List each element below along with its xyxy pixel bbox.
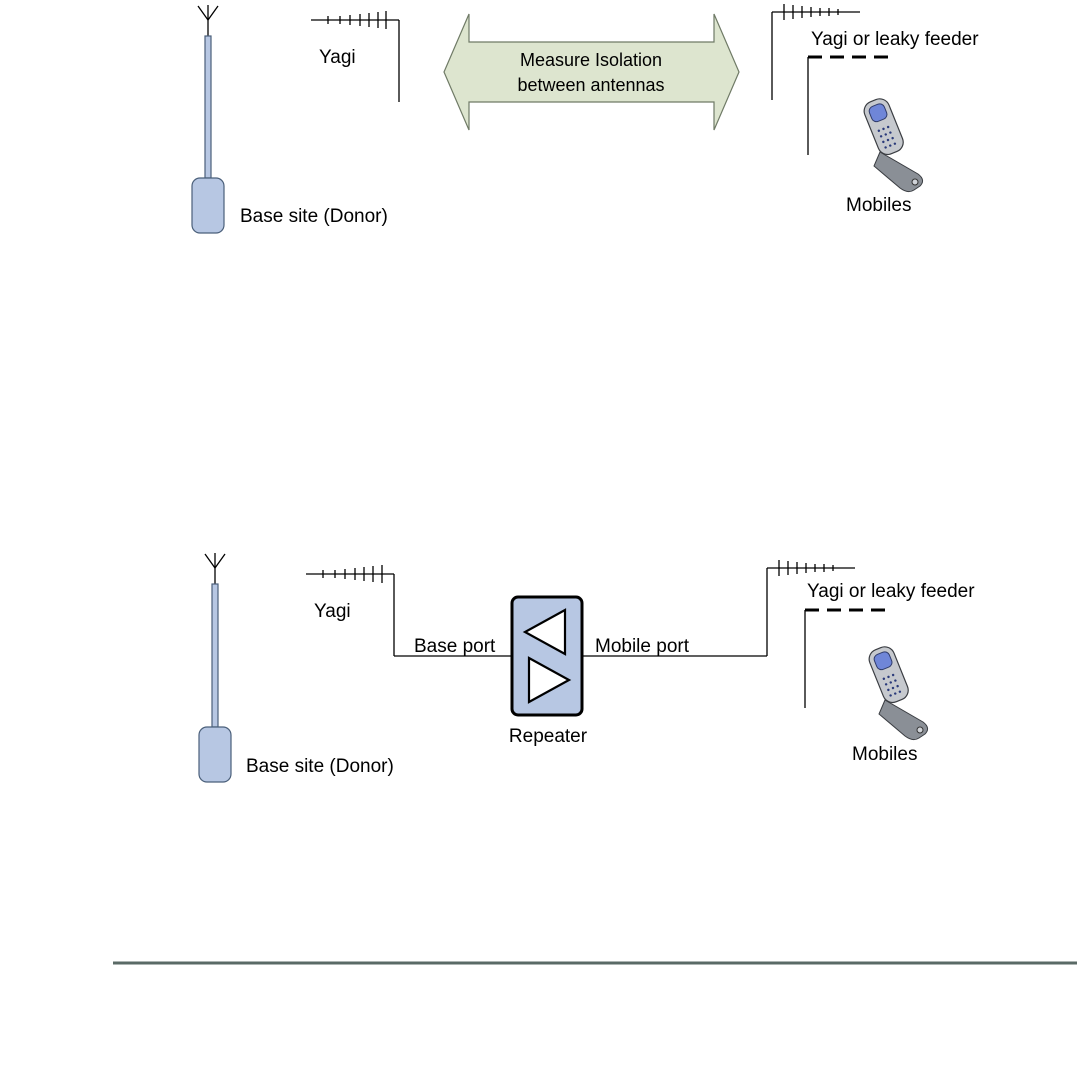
base-site-label: Base site (Donor): [246, 756, 394, 777]
base-site-antenna-icon: [199, 553, 231, 782]
remote-yagi-antenna-icon: [767, 560, 855, 576]
remote-antenna-label: Yagi or leaky feeder: [811, 29, 979, 50]
yagi-label: Yagi: [319, 47, 356, 68]
base-site-label: Base site (Donor): [240, 206, 388, 227]
mobiles-label: Mobiles: [852, 744, 917, 765]
bottom-diagram: Base site (Donor) Yagi Base port Repeate…: [199, 553, 975, 782]
base-site-antenna-icon: [192, 5, 224, 233]
mobile-phone-icon: [866, 644, 927, 740]
base-port-label: Base port: [414, 636, 496, 657]
remote-yagi-antenna-icon: [772, 4, 860, 100]
isolation-label-line2: between antennas: [517, 75, 664, 95]
mobile-phone-icon: [861, 96, 922, 192]
yagi-label: Yagi: [314, 601, 351, 622]
mobile-port-label: Mobile port: [595, 636, 690, 657]
mobiles-label: Mobiles: [846, 195, 911, 216]
repeater-label: Repeater: [509, 726, 588, 747]
top-diagram: Base site (Donor) Yagi Measure Isolation…: [192, 4, 979, 233]
isolation-label-line1: Measure Isolation: [520, 50, 662, 70]
repeater-icon: [512, 597, 582, 715]
double-headed-arrow-icon: [444, 14, 739, 130]
remote-antenna-label: Yagi or leaky feeder: [807, 581, 975, 602]
